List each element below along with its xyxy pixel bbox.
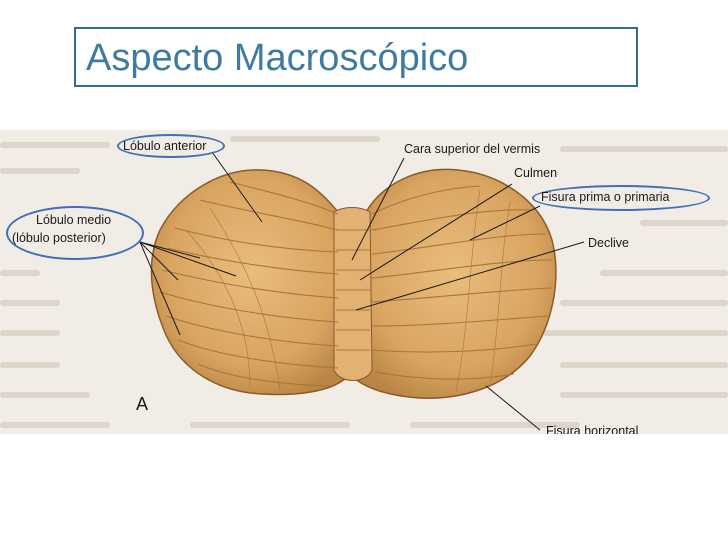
folia-vermis [336, 229, 370, 351]
label-lobulo-medio: Lóbulo medio [36, 213, 112, 227]
label-fisura-prima: Fisura prima o primaria [541, 190, 670, 204]
label-fisura-horizontal: Fisura horizontal [546, 424, 639, 434]
highlight-oval-fisura-prima [532, 185, 710, 211]
label-cara-superior-vermis: Cara superior del vermis [404, 142, 541, 156]
label-declive: Declive [588, 236, 629, 250]
right-hemisphere [351, 168, 557, 399]
leader-lines [139, 151, 585, 431]
slide-title: Aspecto Macroscópico [86, 37, 469, 79]
background-textbook-page [0, 130, 728, 434]
folia-left [159, 181, 339, 391]
title-box: Aspecto Macroscópico [74, 27, 638, 87]
cerebellum-illustration [139, 151, 585, 431]
label-lobulo-anterior: Lóbulo anterior [123, 139, 207, 153]
folia-right [371, 185, 553, 393]
label-lobulo-posterior: (lóbulo posterior) [12, 231, 106, 245]
label-culmen: Culmen [514, 166, 558, 180]
anatomy-figure: Lóbulo anterior Lóbulo medio (lóbulo pos… [0, 130, 728, 434]
vermis [333, 207, 373, 381]
left-hemisphere [150, 169, 353, 396]
highlight-oval-lobulo-anterior [117, 134, 225, 158]
panel-letter: A [136, 394, 149, 414]
highlight-oval-lobulo-medio [6, 206, 144, 260]
